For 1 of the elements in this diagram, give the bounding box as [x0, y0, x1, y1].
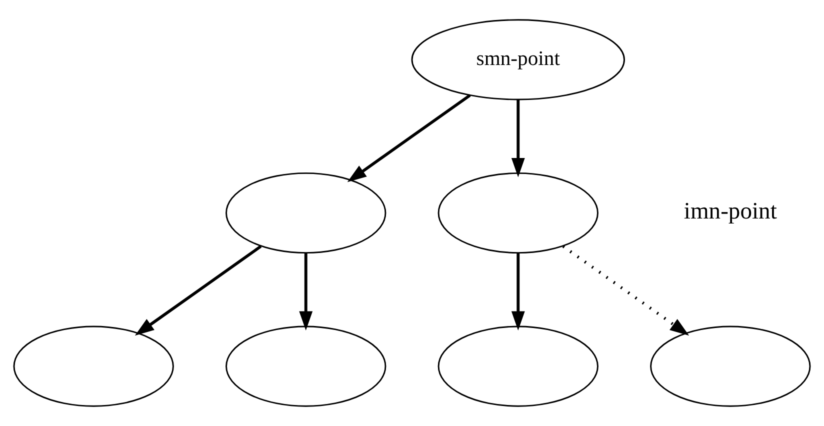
label: imn-point [684, 198, 777, 225]
